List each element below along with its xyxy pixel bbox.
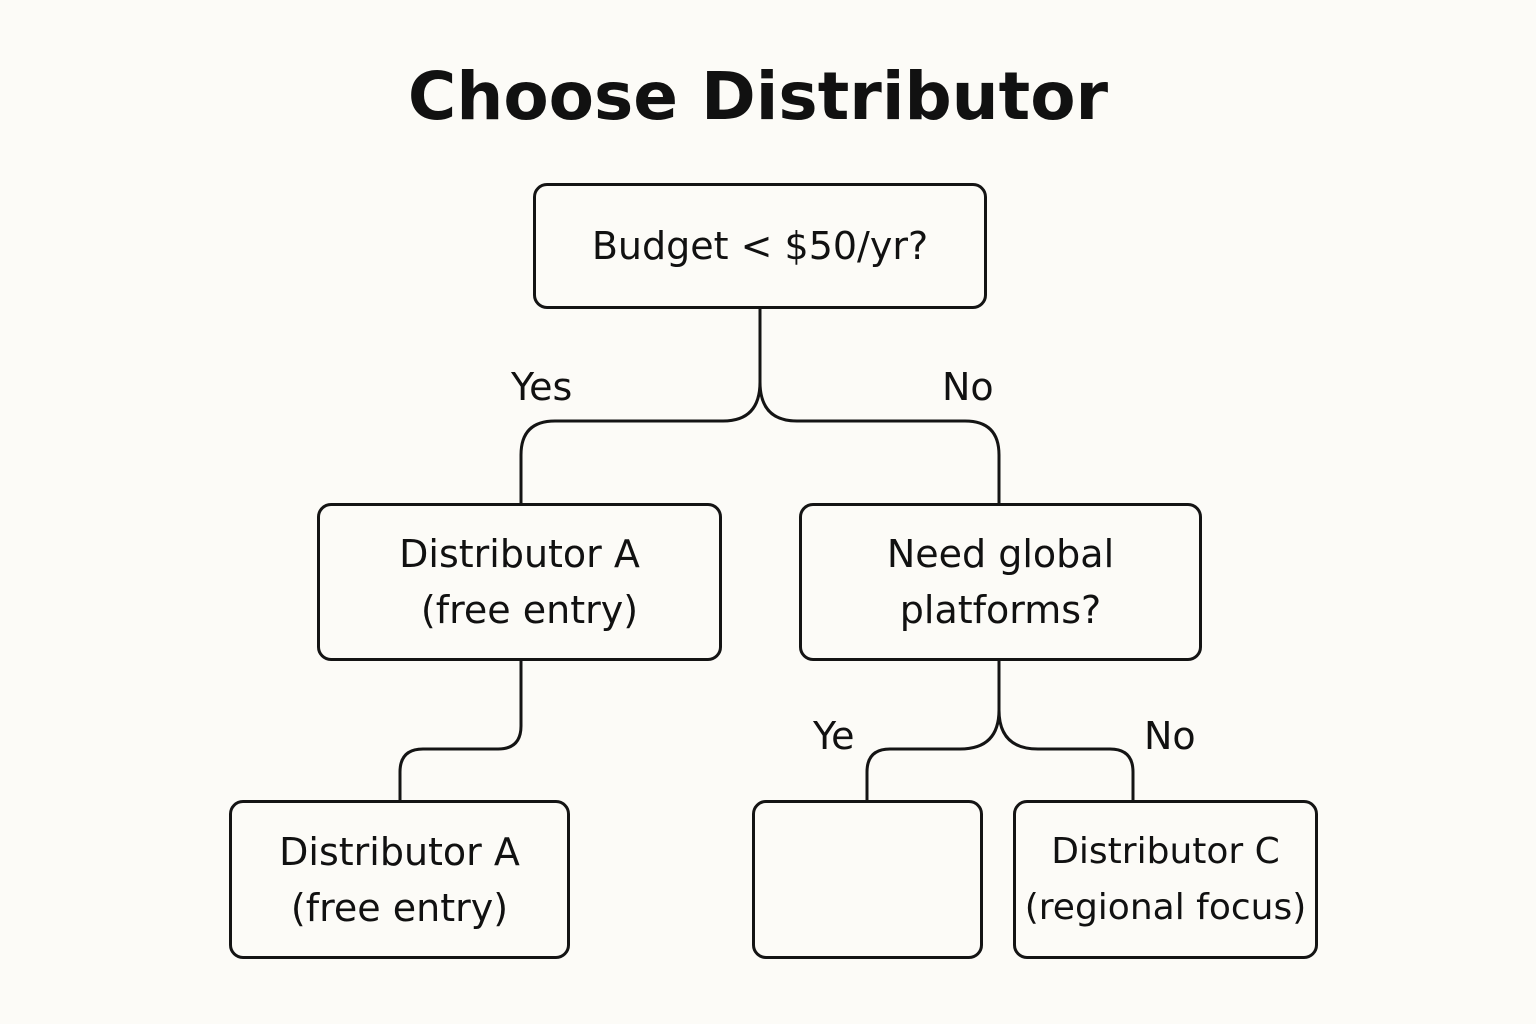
node-budget-question: Budget < $50/yr?: [533, 183, 987, 309]
node-bottom-distributor-a: Distributor A (free entry): [229, 800, 570, 959]
node-global-platforms-question: Need global platforms?: [799, 503, 1202, 661]
node-budget-question-text: Budget < $50/yr?: [591, 224, 929, 268]
node-bottom-distributor-a-name: Distributor A: [279, 829, 520, 874]
edge-root-to-left: [519, 306, 762, 506]
edge-label-right-yes: Ye: [813, 714, 855, 758]
edge-label-root-no: No: [942, 365, 994, 409]
edge-label-right-no: No: [1144, 714, 1196, 758]
node-bottom-distributor-a-note: (free entry): [290, 885, 509, 930]
node-distributor-c: Distributor C (regional focus): [1013, 800, 1318, 959]
edge-label-root-yes: Yes: [511, 365, 573, 409]
diagram-title: Choose Distributor: [407, 58, 1109, 135]
node-distributor-c-name: Distributor C: [1051, 830, 1280, 872]
edge-right-to-bottom-middle: [865, 659, 1001, 803]
node-distributor-a: Distributor A (free entry): [317, 503, 722, 661]
node-global-platforms-line1: Need global: [886, 532, 1115, 576]
node-distributor-a-note: (free entry): [420, 588, 639, 632]
node-global-platforms-line2: platforms?: [899, 588, 1102, 632]
edge-root-to-right: [758, 380, 1001, 506]
node-distributor-c-note: (regional focus): [1024, 886, 1307, 928]
node-distributor-a-name: Distributor A: [399, 532, 640, 576]
edge-right-to-bottom-right: [997, 708, 1135, 803]
edge-left-to-bottom-left: [398, 659, 523, 803]
node-empty-box: [752, 800, 983, 959]
